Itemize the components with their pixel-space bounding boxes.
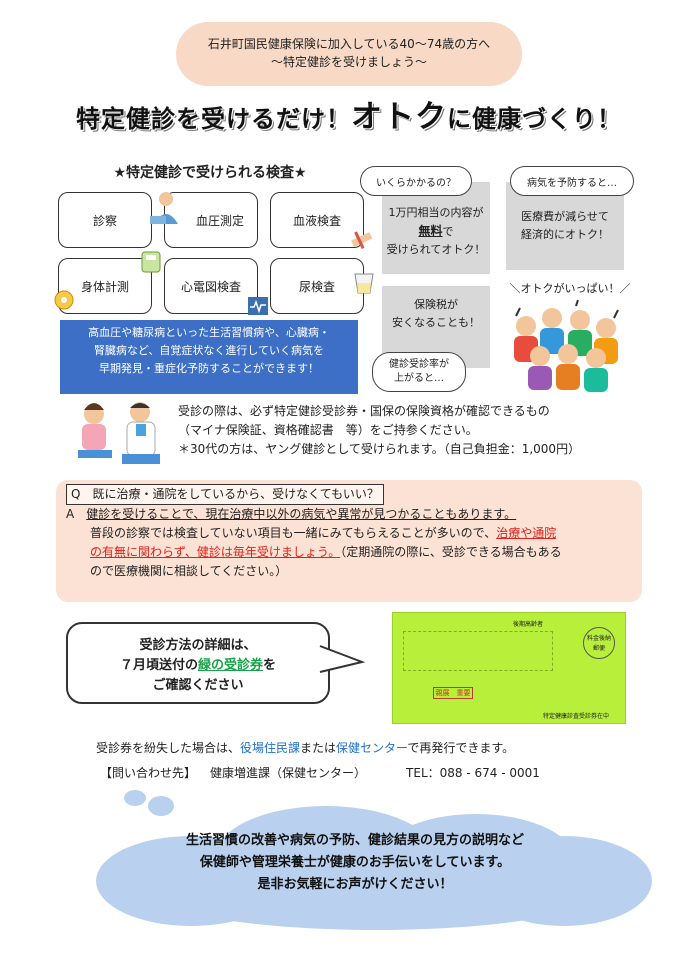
cloud-puff-medium: [148, 796, 174, 816]
cloud-message: 生活習慣の改善や病気の予防、健診結果の見方の説明など 保健師や管理栄養士が健康の…: [185, 833, 524, 892]
headline-part2: オトク: [351, 99, 447, 135]
benefit-cost-text: 1万円相当の内容が 無料で 受けられてオトク！: [386, 206, 486, 256]
otoku-label: ＼オトクがいっぱい！／: [509, 282, 631, 295]
contact-department: 健康増進課（保健センター）: [210, 766, 367, 780]
top-banner: 石井町国民健康保険に加入している40～74歳の方へ ～特定健診を受けましょう～: [176, 22, 522, 86]
benefit-prevent-text: 医療費が減らせて 経済的にオトク！: [521, 210, 609, 241]
cloud-puff-small: [124, 790, 146, 806]
bubble-cost: いくらかかるの？: [360, 166, 472, 196]
exam-item-blood-pressure: 血圧測定: [164, 192, 258, 248]
speech-bubble-tail: [318, 645, 366, 673]
benefit-tax-text: 保険税が 安くなることも！: [392, 298, 480, 329]
contact-tel: TEL：088 - 674 - 0001: [406, 766, 540, 780]
tape-measure-icon: [54, 290, 74, 310]
contact-label: 【問い合わせ先】: [100, 766, 197, 780]
scale-icon: [141, 251, 161, 273]
exam-section-title: ★特定健診で受けられる検査★: [113, 165, 307, 181]
qa-question: Q 既に治療・通院をしているから、受けなくてもいい？: [66, 484, 384, 505]
exam-item-body-measurement: 身体計測: [58, 258, 152, 314]
exam-item-ecg: 心電図検査: [164, 258, 258, 314]
doctor-patient-illustration: [78, 402, 160, 464]
exam-item-blood-test: 血液検査: [270, 192, 364, 248]
qa-answer-line1: A 健診を受けることで、現在治療中以外の病気や異常が見つかることもあります。: [66, 507, 517, 521]
postage-stamp: 料金後納 郵便: [583, 627, 615, 659]
bubble-rate: 健診受診率が 上がると…: [372, 352, 466, 392]
headline-part3: に健康づくり！: [447, 105, 622, 133]
qa-answer-line2: 普段の診察では検査していない項目も一緒にみてもらえることが多いので、治療や通院: [90, 526, 557, 540]
syringe-icon: [351, 231, 373, 249]
qa-box: Q 既に治療・通院をしているから、受けなくてもいい？ A 健診を受けることで、現…: [56, 480, 642, 602]
ecg-monitor-icon: [248, 297, 268, 315]
exam-item-urine-test: 尿検査: [270, 258, 364, 314]
benefit-cost-box: [382, 182, 490, 274]
page-title: 特定健診を受けるだけ！オトクに健康づくり！: [24, 96, 674, 138]
visit-notice: 受診の際は、必ず特定健診受診券・国保の保険資格が確認できるもの （マイナ保険証、…: [178, 404, 581, 456]
speech-bubble-details: 受診方法の詳細は、 ７月頃送付の緑の受診券を ご確認ください: [66, 622, 330, 704]
bubble-prevent: 病気を予防すると…: [510, 166, 634, 196]
headline-part1: 特定健診を受けるだけ！: [76, 105, 351, 133]
contact-info: 【問い合わせ先】 健康増進課（保健センター） TEL：088 - 674 - 0…: [100, 764, 620, 781]
qa-answer-line3: の有無に関わらず、健診は毎年受けましょう。（定期通院の際に、受診できる場合もある: [90, 545, 562, 559]
qa-answer-line4: ので医療機関に相談してください。）: [90, 564, 288, 578]
exam-item-consultation: 診察: [58, 192, 152, 248]
exam-description-box: 高血圧や糖尿病といった生活習慣病や、心臓病・ 腎臓病など、自覚症状なく進行してい…: [60, 320, 358, 394]
benefit-prevent-box: [506, 182, 624, 270]
reissue-info: 受診券を紛失した場合は、役場住民課または保健センターで再発行できます。: [96, 741, 515, 755]
envelope-window: [403, 631, 553, 671]
happy-crowd-illustration: [514, 299, 619, 392]
target-audience-text: 石井町国民健康保険に加入している40～74歳の方へ: [207, 37, 491, 51]
blood-pressure-icon: [150, 192, 178, 224]
urine-cup-icon: [354, 273, 374, 294]
banner-subtitle: ～特定健診を受けましょう～: [270, 55, 427, 69]
green-envelope-image: 後期高齢者 料金後納 郵便 親展 重要 特定健康診査受診券在中: [392, 612, 626, 724]
cloud-shape: [96, 806, 652, 930]
